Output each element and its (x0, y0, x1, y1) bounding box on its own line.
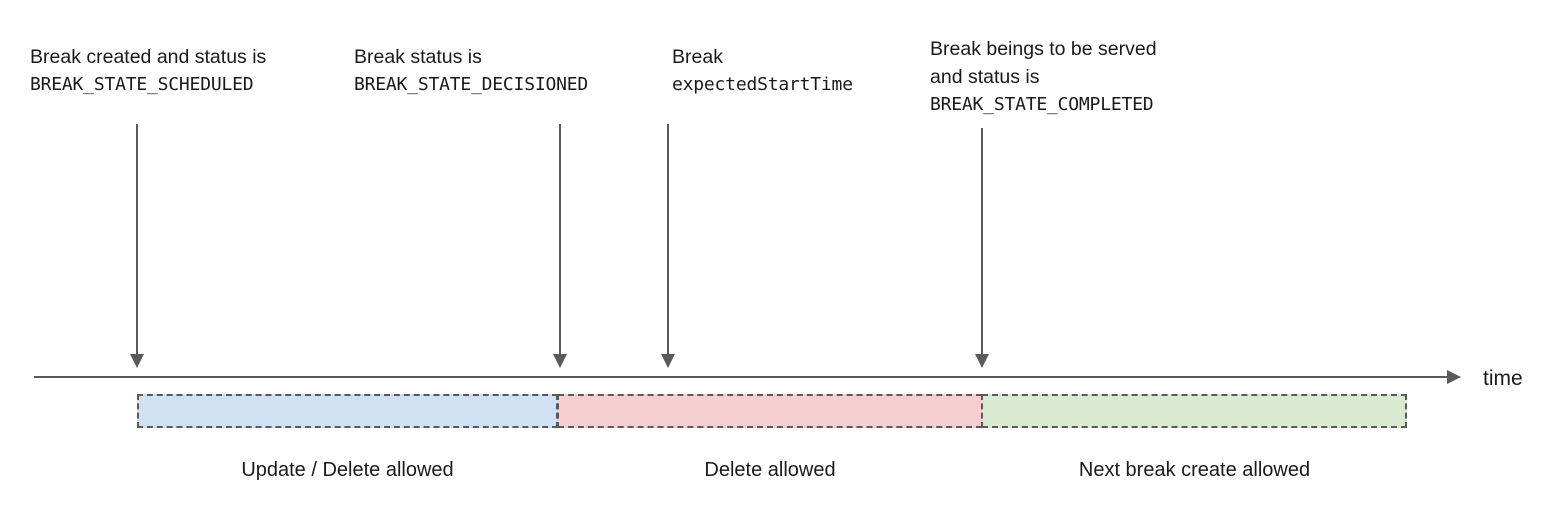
event-label-decisioned: Break status is BREAK_STATE_DECISIONED (354, 43, 588, 99)
arrow-shaft (981, 128, 983, 355)
phase-bar-update-delete (137, 394, 558, 428)
event-state-code: BREAK_STATE_COMPLETED (930, 94, 1154, 115)
phase-divider-1 (557, 394, 559, 428)
phase-caption-next-break: Next break create allowed (1078, 459, 1311, 481)
event-label-completed: Break beings to be served and status is … (930, 35, 1157, 119)
time-axis-line (34, 376, 1448, 378)
pointer-arrow-expected-start-icon (660, 124, 676, 368)
event-label-line: and status is (930, 66, 1040, 88)
arrow-head (975, 354, 989, 368)
arrow-shaft (559, 124, 561, 355)
phase-caption-delete-only: Delete allowed (704, 459, 836, 481)
arrow-head (553, 354, 567, 368)
pointer-arrow-created-icon (129, 124, 145, 368)
event-label-line: Break beings to be served (930, 38, 1157, 60)
event-field-name: expectedStartTime (672, 74, 853, 95)
phase-caption-update-delete: Update / Delete allowed (241, 459, 454, 481)
event-state-code: BREAK_STATE_DECISIONED (354, 74, 589, 95)
arrow-head (130, 354, 144, 368)
event-state-code: BREAK_STATE_SCHEDULED (30, 74, 254, 95)
time-axis-arrow-icon (1447, 370, 1461, 384)
phase-divider-2 (981, 394, 983, 428)
arrow-head (661, 354, 675, 368)
phase-bar-delete-only (558, 394, 982, 428)
arrow-shaft (136, 124, 138, 355)
pointer-arrow-decisioned-icon (552, 124, 568, 368)
event-label-expected-start: Break expectedStartTime (672, 43, 853, 99)
event-label-line: Break (672, 46, 723, 68)
event-label-created: Break created and status is BREAK_STATE_… (30, 43, 266, 99)
phase-bar-next-break (982, 394, 1407, 428)
event-label-line: Break status is (354, 46, 482, 68)
event-label-line: Break created and status is (30, 46, 267, 68)
time-axis-label: time (1483, 367, 1523, 390)
pointer-arrow-completed-icon (974, 128, 990, 368)
arrow-shaft (667, 124, 669, 355)
